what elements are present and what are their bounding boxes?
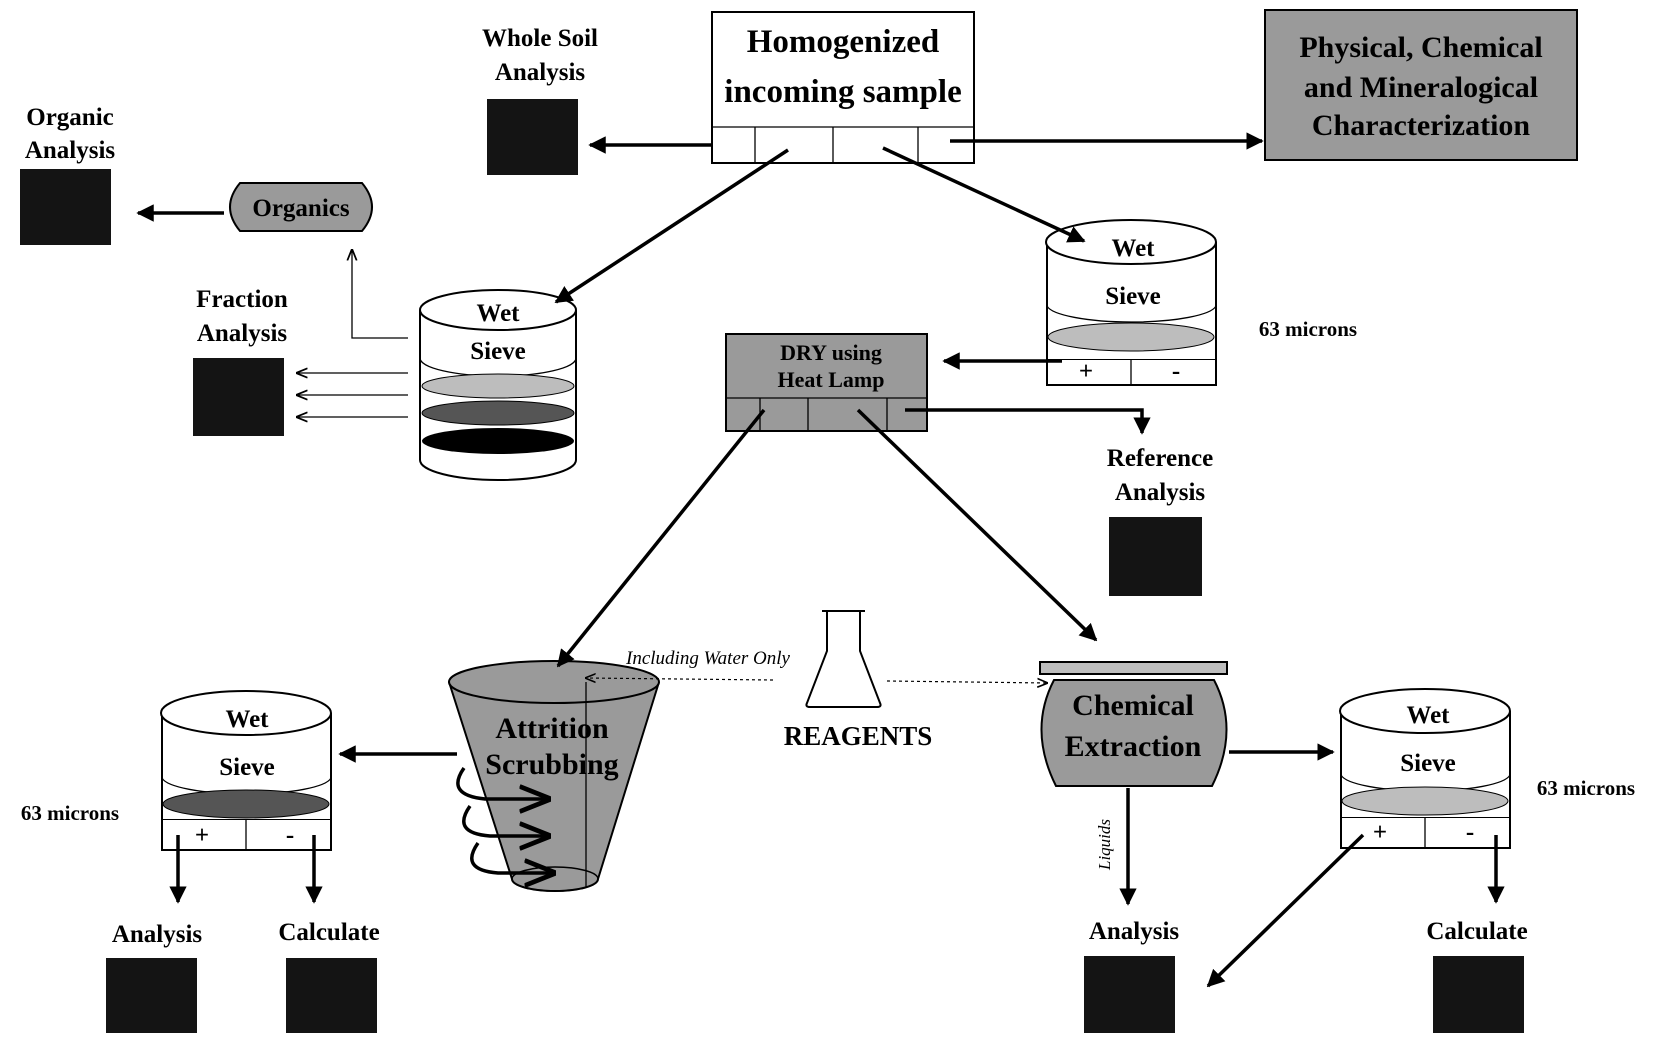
reference-analysis-label-1: Reference: [1107, 445, 1213, 472]
plus-upper: +: [1079, 358, 1093, 385]
arrow-to-attrition: [558, 410, 764, 666]
including-water-label: Including Water Only: [625, 648, 791, 669]
arrow-plus-to-analysis-right: [1208, 835, 1363, 986]
analysis-left-label: Analysis: [112, 921, 203, 948]
attrition-scrubbing-cone: Attrition Scrubbing: [449, 661, 659, 891]
fraction-analysis-label-1: Fraction: [196, 286, 288, 313]
fraction-analysis-label-2: Analysis: [197, 320, 288, 347]
wet-sieve-ll-label-1: Wet: [225, 706, 269, 733]
whole-soil-analysis-icon: [487, 99, 578, 175]
calculate-left-icon: [286, 958, 377, 1033]
wet-sieve-lr-label-1: Wet: [1406, 702, 1450, 729]
reference-analysis-label-2: Analysis: [1115, 479, 1206, 506]
plus-lower-right: +: [1373, 819, 1387, 846]
reagents-label: REAGENTS: [784, 721, 933, 751]
analysis-right-icon: [1084, 956, 1175, 1033]
chemical-label-2: Extraction: [1065, 730, 1202, 763]
organics-label: Organics: [252, 195, 349, 222]
wet-sieve-ll-label-2: Sieve: [219, 754, 275, 781]
reagents-flask-icon: [806, 611, 880, 707]
homogenized-title-2: incoming sample: [724, 74, 961, 110]
wet-sieve-left-label-2: Sieve: [470, 338, 526, 365]
arrow-to-reference: [905, 410, 1142, 433]
dry-label-2: Heat Lamp: [778, 367, 885, 392]
calculate-right-icon: [1433, 956, 1524, 1033]
wet-sieve-upper-label-1: Wet: [1111, 235, 1155, 262]
plus-lower-left: +: [195, 822, 209, 849]
characterization-label-1: Physical, Chemical: [1299, 31, 1542, 64]
liquids-label: Liquids: [1095, 819, 1114, 871]
dry-label-1: DRY using: [780, 340, 882, 365]
attrition-label-1: Attrition: [495, 712, 609, 745]
dotted-to-chemical: [887, 681, 1047, 683]
wet-sieve-lr-label-2: Sieve: [1400, 750, 1456, 777]
characterization-label-3: Characterization: [1312, 109, 1531, 142]
fraction-analysis-icon: [193, 358, 284, 436]
minus-lower-left: -: [286, 822, 294, 849]
homogenized-title-1: Homogenized: [747, 24, 939, 60]
wet-sieve-upper-label-2: Sieve: [1105, 283, 1161, 310]
organic-analysis-label-1: Organic: [26, 104, 114, 131]
arrow-to-organics: [352, 250, 408, 338]
calculate-right-label: Calculate: [1426, 918, 1527, 945]
analysis-right-label: Analysis: [1089, 918, 1180, 945]
chemical-extraction-vessel: Chemical Extraction: [1040, 662, 1227, 786]
characterization-label-2: and Mineralogical: [1304, 71, 1538, 104]
wet-sieve-fractions: Wet Sieve: [420, 290, 576, 480]
arrow-to-wet-sieve-right: [883, 148, 1084, 241]
microns-upper: 63 microns: [1259, 317, 1357, 341]
dry-heat-lamp-box: DRY using Heat Lamp: [726, 334, 927, 431]
attrition-label-2: Scrubbing: [485, 748, 618, 781]
organic-analysis-label-2: Analysis: [25, 137, 116, 164]
wet-sieve-lower-right: Wet Sieve + -: [1340, 689, 1510, 848]
organics-node: Organics: [230, 183, 372, 231]
wet-sieve-lower-left: Wet Sieve + -: [161, 691, 331, 850]
characterization-box: Physical, Chemical and Mineralogical Cha…: [1265, 10, 1577, 160]
calculate-left-label: Calculate: [278, 919, 379, 946]
microns-lower-right: 63 microns: [1537, 776, 1635, 800]
whole-soil-label-2: Analysis: [495, 59, 586, 86]
arrow-to-chemical: [858, 410, 1096, 640]
whole-soil-label-1: Whole Soil: [482, 25, 598, 52]
minus-lower-right: -: [1466, 819, 1474, 846]
wet-sieve-left-label-1: Wet: [476, 300, 520, 327]
minus-upper: -: [1172, 358, 1180, 385]
arrow-to-wet-sieve-left: [556, 150, 788, 302]
microns-lower-left: 63 microns: [21, 801, 119, 825]
chemical-label-1: Chemical: [1072, 689, 1194, 722]
homogenized-sample-box: Homogenized incoming sample: [712, 12, 974, 163]
wet-sieve-upper-right: Wet Sieve + -: [1046, 220, 1216, 385]
connectors: [138, 141, 1496, 986]
analysis-left-icon: [106, 958, 197, 1033]
organic-analysis-icon: [20, 169, 111, 245]
reference-analysis-icon: [1109, 517, 1202, 596]
